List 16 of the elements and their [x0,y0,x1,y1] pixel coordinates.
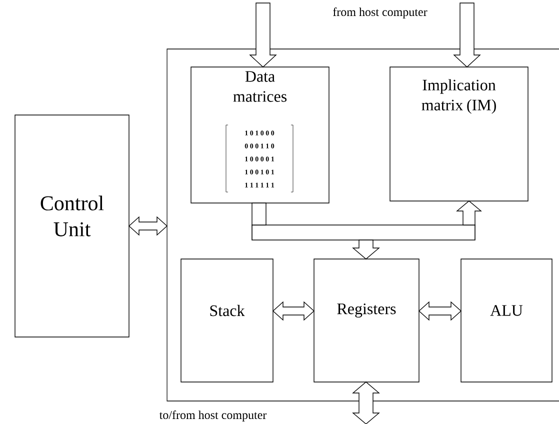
hollow-arrow [128,216,168,236]
stack-box: Stack [180,258,274,382]
implication-matrix-box: Implication matrix (IM) [390,66,528,202]
hollow-arrow [249,2,277,68]
caption-text: to/from host computer [159,410,267,422]
hollow-arrow [352,240,380,260]
alu-box: ALU [460,258,552,382]
hollow-arrow [272,301,315,321]
hollow-arrow [352,382,380,424]
hollow-arrow [453,2,481,68]
bus-connector [252,202,266,226]
registers-box: Registers [314,258,420,382]
control-unit-box: Control Unit [14,114,130,338]
hollow-arrow [418,301,462,321]
caption-text: from host computer [333,8,428,18]
hollow-arrow [456,200,482,226]
